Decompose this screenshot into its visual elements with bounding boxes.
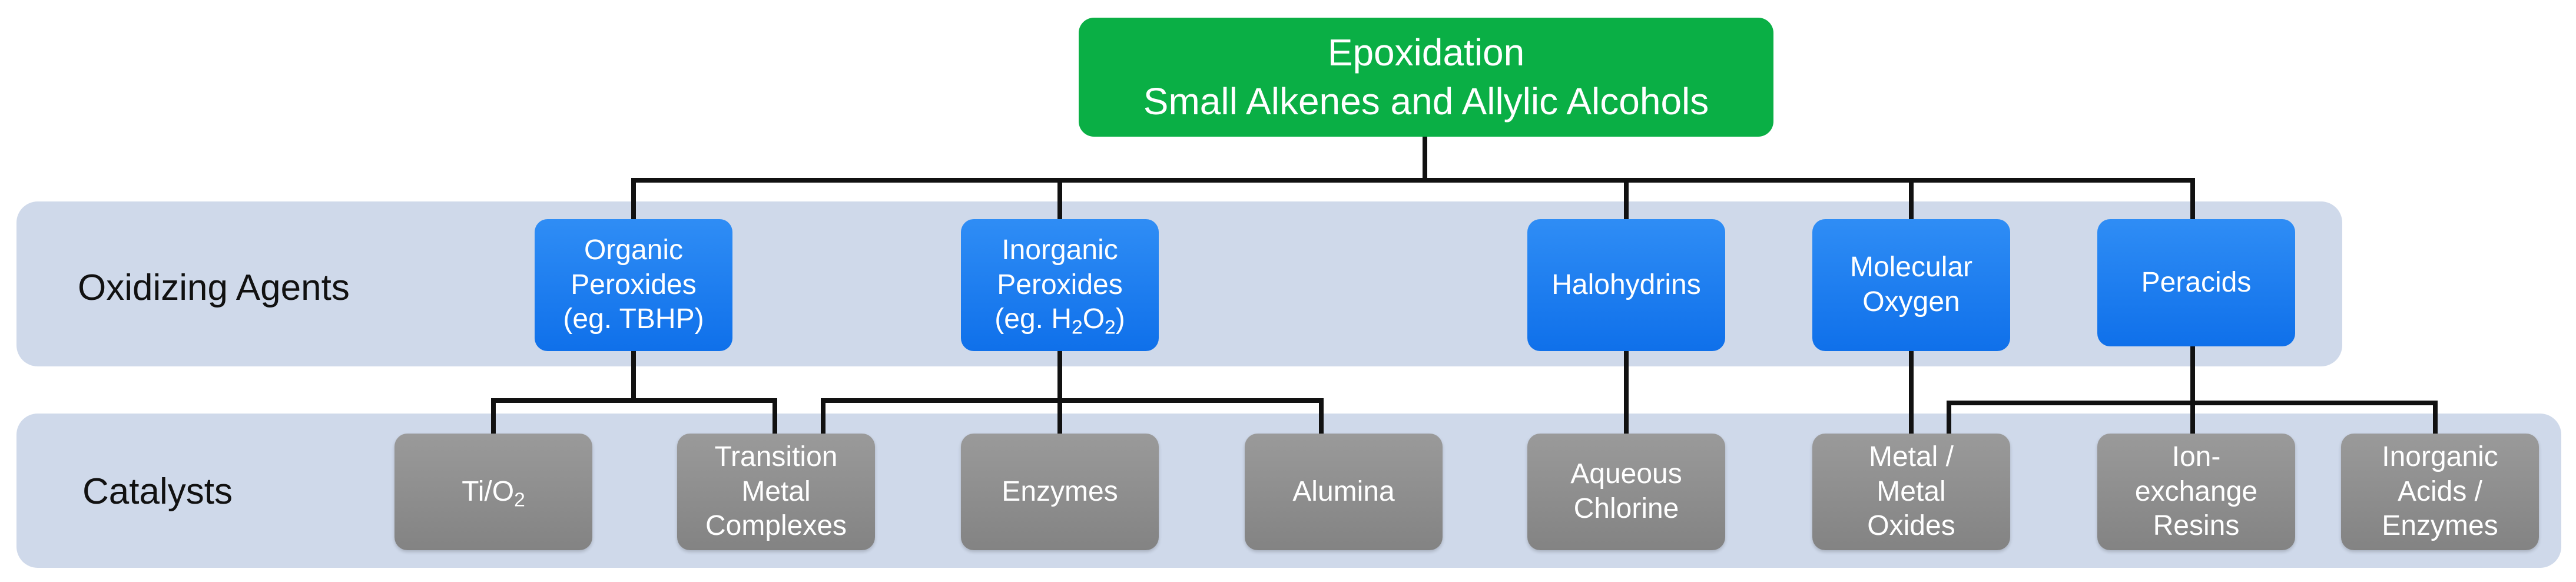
- metal-oxides-node: Metal / Metal Oxides: [1812, 434, 2010, 550]
- inorganic-formula: (eg. H2O2): [994, 303, 1125, 339]
- tio2-label: Ti/O2: [462, 475, 525, 511]
- peracids-node: Peracids: [2097, 219, 2295, 346]
- root-subtitle: Small Alkenes and Allylic Alcohols: [1143, 80, 1709, 123]
- halohydrins-node: Halohydrins: [1527, 219, 1725, 351]
- inorganic-peroxides-node: Inorganic Peroxides (eg. H2O2): [961, 219, 1159, 351]
- oxidizing-agents-label: Oxidizing Agents: [78, 267, 350, 308]
- organic-peroxides-node: Organic Peroxides (eg. TBHP): [535, 219, 732, 351]
- tio2-node: Ti/O2: [394, 434, 592, 550]
- alumina-node: Alumina: [1245, 434, 1443, 550]
- inorganic-line1: Inorganic: [1002, 234, 1118, 266]
- ion-exchange-resins-node: Ion- exchange Resins: [2097, 434, 2295, 550]
- aqueous-chlorine-node: Aqueous Chlorine: [1527, 434, 1725, 550]
- inorganic-acids-enzymes-node: Inorganic Acids / Enzymes: [2341, 434, 2539, 550]
- root-title: Epoxidation: [1327, 31, 1525, 74]
- inorganic-line2: Peroxides: [997, 269, 1123, 300]
- transition-metal-complexes-node: Transition Metal Complexes: [677, 434, 875, 550]
- molecular-oxygen-node: Molecular Oxygen: [1812, 219, 2010, 351]
- catalysts-label: Catalysts: [82, 471, 233, 512]
- epoxidation-root-node: Epoxidation Small Alkenes and Allylic Al…: [1079, 18, 1773, 137]
- enzymes-node: Enzymes: [961, 434, 1159, 550]
